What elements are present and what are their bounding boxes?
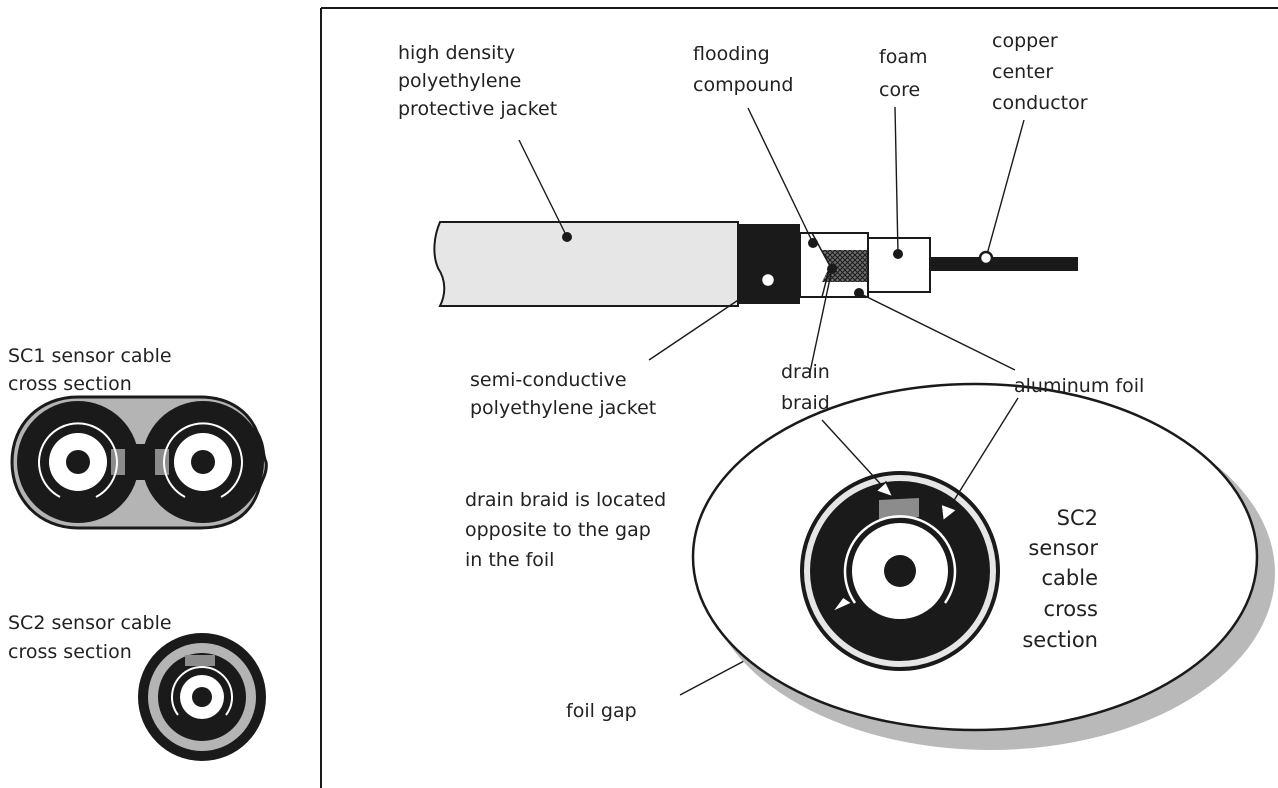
foam-core-section (867, 237, 931, 293)
sc2s-foil (171, 666, 233, 716)
label-semi-conductive-2: polyethylene jacket (470, 397, 656, 419)
label-semi-conductive-1: semi-conductive (470, 369, 627, 391)
label-flooding-2: compound (693, 74, 793, 96)
label-hdpe-jacket-1: high density (398, 42, 515, 64)
cable-cutaway (433, 221, 1078, 307)
label-hdpe-jacket-3: protective jacket (398, 98, 557, 120)
marker-hdpe-jacket (562, 232, 572, 242)
label-drain-braid-1: drain (781, 361, 830, 383)
label-copper-2: center (992, 61, 1053, 83)
label-braid-note-3: in the foil (465, 549, 554, 571)
drain-braid-arrow-line (821, 419, 887, 491)
detail-jacket-ring (804, 475, 996, 667)
semi-conductive-jacket-section (738, 224, 800, 304)
sc2s-conductor (192, 687, 212, 707)
detail-drain-braid (879, 498, 919, 519)
label-sc2-detail-2: sensor (1028, 536, 1098, 560)
label-sc2-detail-1: SC2 (1057, 506, 1098, 530)
marker-aluminum-foil (854, 288, 864, 298)
label-braid-note-1: drain braid is located (465, 489, 666, 511)
detail-foil-arc (843, 515, 957, 604)
label-sc1-side-2: cross section (8, 373, 132, 395)
marker-semi-conductive (759, 271, 777, 289)
drain-braid-arrowhead (874, 480, 895, 499)
marker-foam-core (893, 249, 903, 259)
marker-copper (978, 250, 994, 266)
foil-gap-arrowhead (829, 595, 854, 614)
label-foil-gap: foil gap (566, 700, 637, 722)
aluminum-foil-arrowhead (940, 502, 959, 523)
label-foam-2: core (879, 79, 920, 101)
sc1-cross-section (10, 395, 268, 530)
label-flooding-1: flooding (693, 43, 770, 65)
sc1-right-braid (155, 449, 169, 475)
label-hdpe-jacket-2: polyethylene (398, 70, 521, 92)
label-sc2-side-2: cross section (8, 641, 132, 663)
sc2-small-cross-section (138, 633, 266, 761)
marker-drain-braid (827, 264, 837, 274)
label-sc2-side-1: SC2 sensor cable (8, 612, 172, 634)
marker-flooding (808, 238, 818, 248)
label-braid-note-2: opposite to the gap (465, 519, 651, 541)
sc1-right-conductor (191, 450, 215, 474)
sc1-left-foil (38, 422, 118, 498)
label-aluminum-foil: aluminum foil (1014, 375, 1144, 397)
detail-conductor (884, 555, 916, 587)
sc1-left-conductor (66, 450, 90, 474)
copper-conductor-section (930, 257, 1078, 271)
label-sc2-detail-3: cable (1042, 566, 1099, 590)
sc1-right-foil (163, 422, 243, 498)
callout-markers (562, 232, 994, 298)
label-sc1-side-1: SC1 sensor cable (8, 345, 172, 367)
text-labels: high density polyethylene protective jac… (8, 30, 1144, 722)
label-sc2-detail-4: cross (1044, 597, 1098, 621)
label-drain-braid-2: braid (781, 392, 830, 414)
sc2s-braid (185, 655, 215, 666)
aluminum-foil-arrow-line (947, 397, 1019, 511)
label-sc2-detail-5: section (1022, 628, 1098, 652)
label-copper-3: conductor (992, 92, 1088, 114)
label-copper-1: copper (992, 30, 1058, 52)
hdpe-jacket-section (433, 221, 739, 307)
sc2-detail (691, 382, 1275, 750)
label-foam-1: foam (879, 46, 927, 68)
